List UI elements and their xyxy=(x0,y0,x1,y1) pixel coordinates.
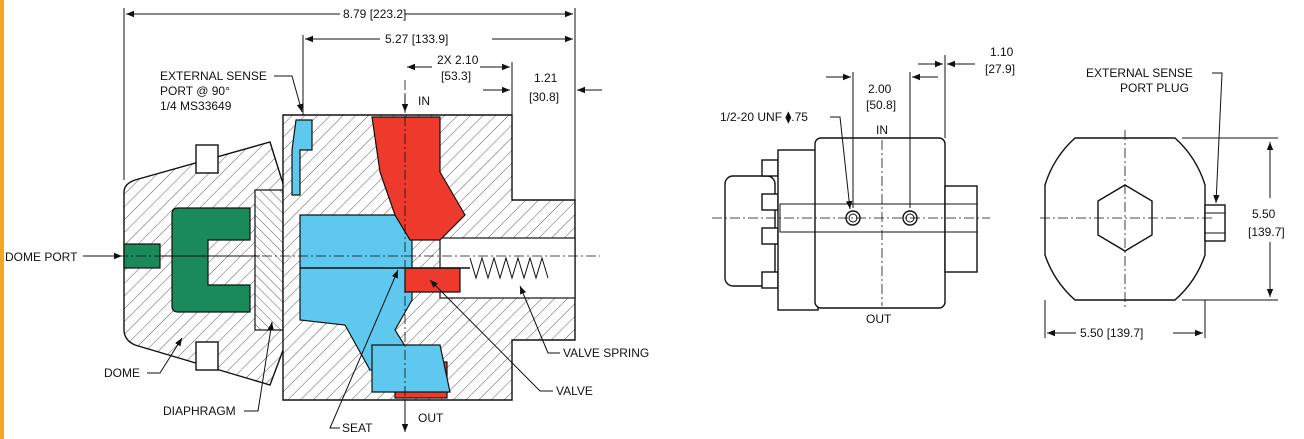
dim-port-spacing-b: [53.3] xyxy=(441,69,471,83)
label-in-side: IN xyxy=(876,123,888,137)
valve-spring-coil xyxy=(469,256,549,280)
label-in-main: IN xyxy=(418,94,430,108)
side-view xyxy=(712,137,990,311)
dim-side-spacing-b: [50.8] xyxy=(866,98,896,112)
dim-port-spacing-a: 2X 2.10 xyxy=(437,53,479,67)
label-external-sense-1: EXTERNAL SENSE xyxy=(160,69,267,83)
inlet-passage xyxy=(371,116,466,241)
label-external-sense-3: 1/4 MS33649 xyxy=(160,99,232,113)
label-diaphragm: DIAPHRAGM xyxy=(163,404,236,418)
sense-port-plug xyxy=(1204,204,1226,242)
dome-bolt-bottom xyxy=(195,341,219,371)
dim-width: 5.50 [139.7] xyxy=(1080,326,1143,340)
sense-passage xyxy=(291,119,313,196)
dim-overall-length: 8.79 [223.2] xyxy=(343,7,406,21)
label-valve: VALVE xyxy=(556,384,593,398)
dim-side-spacing-a: 2.00 xyxy=(868,82,892,96)
dim-side-width-a: 1.10 xyxy=(990,45,1014,59)
dome-chamber xyxy=(171,207,251,313)
orange-accent-bar xyxy=(0,0,4,439)
label-out-side: OUT xyxy=(866,312,892,326)
dim-height-b: [139.7] xyxy=(1248,225,1285,239)
label-thread-callout: 1/2-20 UNF ⧫.75 xyxy=(720,110,808,124)
valve-red xyxy=(404,267,461,293)
label-plug-2: PORT PLUG xyxy=(1120,81,1189,95)
outlet-port xyxy=(371,344,451,393)
dim-body-length: 5.27 [133.9] xyxy=(385,32,448,46)
end-view xyxy=(1040,130,1226,308)
section-view xyxy=(100,80,600,430)
label-dome: DOME xyxy=(104,366,140,380)
label-out-main: OUT xyxy=(418,411,444,425)
label-seat: SEAT xyxy=(342,421,373,435)
label-dome-port: DOME PORT xyxy=(5,250,78,264)
dim-side-width-b: [27.9] xyxy=(985,62,1015,76)
dome-bolt-top xyxy=(195,144,219,174)
dim-height-a: 5.50 xyxy=(1252,207,1276,221)
label-external-sense-2: PORT @ 90° xyxy=(160,84,230,98)
dim-inlet-offset-b: [30.8] xyxy=(529,90,559,104)
diaphragm-flange xyxy=(254,189,284,331)
dim-inlet-offset-a: 1.21 xyxy=(534,71,558,85)
label-valve-spring: VALVE SPRING xyxy=(563,346,649,360)
label-plug-1: EXTERNAL SENSE xyxy=(1086,66,1193,80)
